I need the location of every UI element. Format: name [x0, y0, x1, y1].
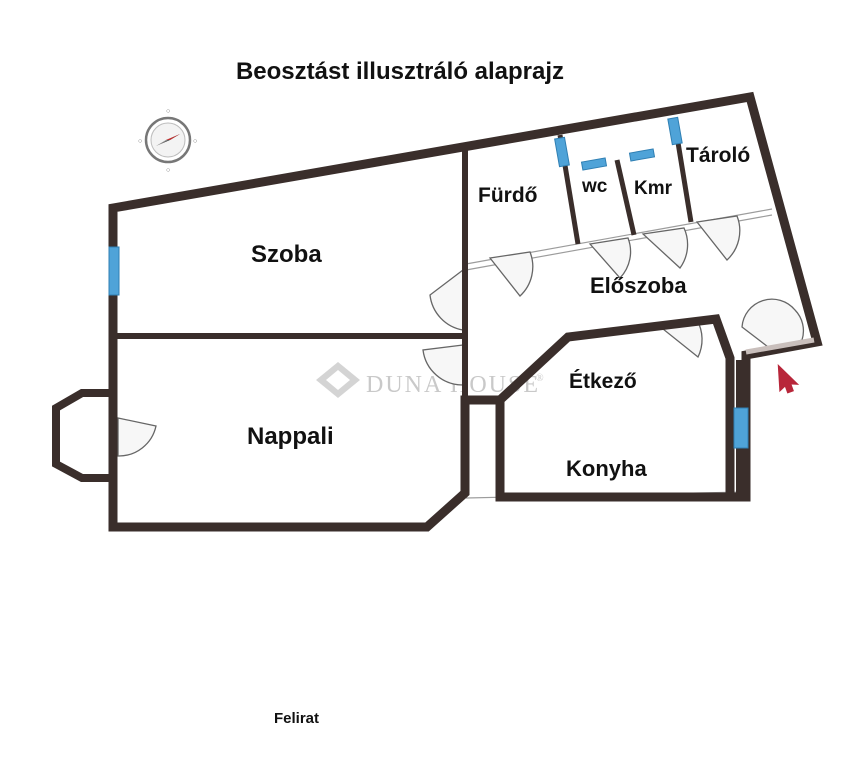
door-entrance	[741, 298, 805, 351]
door-szoba	[429, 268, 464, 331]
room-label-szoba: Szoba	[251, 241, 322, 268]
walls	[52, 91, 823, 532]
door-nappali	[422, 344, 464, 386]
plan-caption: Felirat	[274, 710, 320, 727]
balcony-bay	[52, 389, 113, 482]
door-tarolo	[695, 215, 741, 261]
watermark-mark: ®	[536, 373, 546, 384]
room-label-tarolo: Tároló	[686, 144, 750, 167]
svg-text:○: ○	[166, 167, 170, 174]
window-szoba	[108, 246, 120, 296]
window-wc	[580, 157, 608, 171]
room-label-etkezo: Étkező	[569, 370, 637, 393]
door-kamra	[641, 227, 689, 269]
room-label-wc: wc	[581, 176, 608, 197]
room-label-kamra: Kmr	[634, 178, 673, 199]
svg-text:○: ○	[193, 138, 197, 145]
plan-title: Beosztást illusztráló alaprajz	[235, 58, 565, 85]
svg-text:○: ○	[138, 138, 142, 145]
compass-icon: ○ ○ ○ ○	[138, 108, 197, 174]
door-furdo	[488, 251, 534, 297]
room-label-furdo: Fürdő	[478, 184, 537, 207]
window-kamra	[628, 148, 656, 162]
room-label-eloszoba: Előszoba	[590, 273, 687, 298]
doors	[117, 215, 805, 457]
window-tarolo	[667, 116, 683, 146]
room-label-nappali: Nappali	[247, 423, 334, 450]
entrance-threshold	[745, 337, 815, 355]
entrance-arrow-icon	[777, 363, 800, 394]
door-balcony	[117, 417, 157, 457]
wall-wc-kamra	[614, 159, 637, 236]
window-furdo	[554, 136, 570, 168]
door-wc	[588, 237, 632, 279]
windows	[108, 116, 749, 449]
duna-house-logo-icon	[316, 362, 360, 398]
wall-etkezo	[495, 314, 735, 497]
window-konyha	[733, 407, 749, 449]
room-label-konyha: Konyha	[566, 456, 647, 481]
svg-text:○: ○	[166, 108, 170, 115]
